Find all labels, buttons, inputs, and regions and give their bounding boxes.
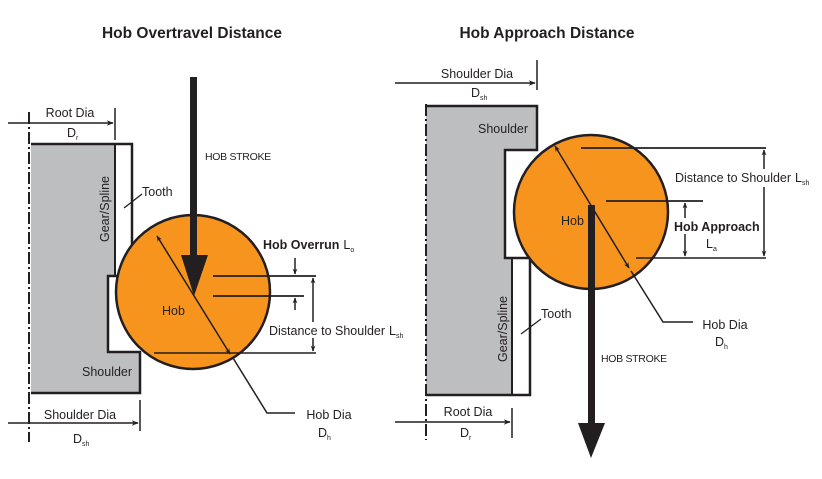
approach-hob-stroke-shaft bbox=[588, 205, 595, 423]
approach-tooth-leader bbox=[520, 318, 542, 335]
root-dia-symbol: Dr bbox=[67, 126, 79, 142]
overtravel-hob-stroke-label: HOB STROKE bbox=[205, 151, 271, 163]
overtravel-hob-dia-leader bbox=[232, 357, 295, 414]
overtravel-title: Hob Overtravel Distance bbox=[102, 25, 282, 42]
approach-shoulder-dia-label: Shoulder Dia bbox=[441, 67, 513, 81]
approach-hob-dia-leader bbox=[630, 270, 693, 323]
root-dia-label: Root Dia bbox=[46, 106, 95, 120]
approach-root-dia-dimension: Root Dia Dr bbox=[395, 405, 513, 442]
overtravel-hob-label: Hob bbox=[162, 304, 185, 318]
approach-dist-label-bg bbox=[673, 169, 821, 187]
approach-workpiece bbox=[426, 104, 539, 397]
approach-hob-diameter-line bbox=[554, 145, 630, 269]
overtravel-hob-stroke-arrow bbox=[181, 77, 208, 296]
overtravel-tooth-label: Tooth bbox=[142, 185, 173, 199]
approach-hob-stroke-arrowhead bbox=[578, 423, 605, 458]
shoulder-dia-symbol: Dsh bbox=[73, 432, 90, 448]
approach-title: Hob Approach Distance bbox=[459, 25, 634, 42]
overtravel-part-outline bbox=[31, 142, 142, 395]
shoulder-dia-label: Shoulder Dia bbox=[44, 408, 116, 422]
overtravel-shoulder-label: Shoulder bbox=[82, 365, 132, 379]
overtravel-workpiece bbox=[31, 142, 142, 395]
approach-label-bg bbox=[672, 218, 762, 234]
overtravel-hob-diameter-line bbox=[156, 235, 231, 355]
overtravel-root-dia-dimension: Root Dia Dr bbox=[8, 106, 116, 142]
hob-approach-symbol: La bbox=[706, 237, 717, 253]
overtravel-hob-dia-label: Hob Dia bbox=[306, 408, 351, 422]
approach-hob-label: Hob bbox=[561, 214, 584, 228]
hob-stroke-shaft bbox=[190, 77, 197, 255]
approach-root-dia-label: Root Dia bbox=[444, 405, 493, 419]
approach-diagram: Hob Approach Distance Shoulder Dia Dsh R… bbox=[395, 25, 821, 458]
approach-hob-stroke-label: HOB STROKE bbox=[601, 353, 667, 365]
overtravel-gear-spline-label: Gear/Spline bbox=[98, 176, 112, 242]
approach-root-dia-symbol: Dr bbox=[460, 426, 472, 442]
overtravel-part-body bbox=[31, 144, 140, 393]
approach-tooth-label: Tooth bbox=[541, 307, 572, 321]
overtravel-dist-label-bg bbox=[270, 322, 402, 338]
hob-approach-label: Hob Approach bbox=[674, 220, 760, 234]
overtravel-tooth-leader bbox=[123, 193, 143, 209]
overtravel-shoulder-dia-dimension: Shoulder Dia Dsh bbox=[8, 400, 141, 448]
overtravel-diagram: Hob Overtravel Distance Root Dia Dr Shou… bbox=[8, 25, 404, 448]
overtravel-hob-dia-symbol: Dh bbox=[318, 426, 331, 442]
approach-hob-stroke-arrow bbox=[578, 205, 605, 458]
approach-part-body bbox=[426, 106, 537, 395]
approach-shoulder-dia-dimension: Shoulder Dia Dsh bbox=[395, 60, 538, 102]
approach-shoulder-label: Shoulder bbox=[478, 122, 528, 136]
approach-part-outline bbox=[426, 104, 539, 397]
approach-hob-dia-label: Hob Dia bbox=[702, 318, 747, 332]
approach-gear-spline-label: Gear/Spline bbox=[496, 296, 510, 362]
approach-shoulder-dia-symbol: Dsh bbox=[471, 86, 488, 102]
approach-hob-dia-symbol: Dh bbox=[715, 335, 728, 351]
